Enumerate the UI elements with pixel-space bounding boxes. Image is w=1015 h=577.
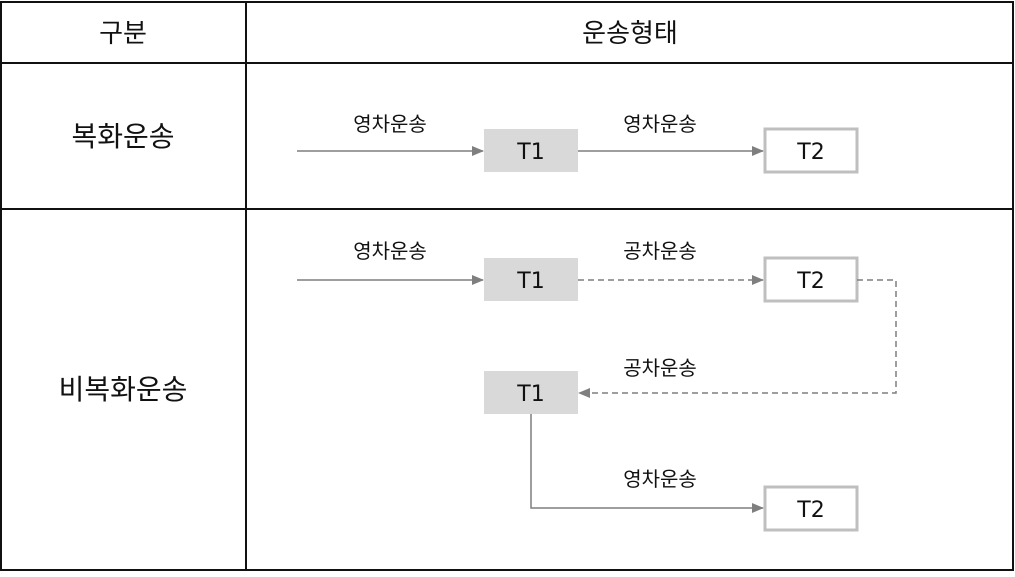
header-category: 구분	[99, 19, 147, 49]
row1-node-t1-label: T1	[516, 140, 544, 165]
row2-node-t2-top	[763, 256, 859, 303]
row1-node-t1	[484, 129, 578, 172]
row2-node-t2-bottom-label: T2	[796, 498, 824, 523]
row2-node-t1-top-label: T1	[516, 269, 544, 294]
row1-node-t2-label: T2	[796, 140, 824, 165]
row-label-backhaul: 복화운송	[71, 120, 174, 153]
row1-incoming-label: 영차운송	[353, 112, 427, 136]
row2-incoming-label: 영차운송	[353, 239, 427, 263]
row1-node-t2	[763, 127, 859, 174]
row2-loaded-down-label: 영차운송	[623, 467, 697, 491]
row2-flow: 영차운송 T1 공차운송 T2 공차운송 T1 영차운송 T2	[297, 239, 897, 532]
row2-loaded-down-arrow	[530, 414, 764, 513]
row2-node-t1-top	[484, 258, 578, 301]
row2-empty-label: 공차운송	[623, 239, 697, 263]
row-label-non-backhaul: 비복화운송	[59, 373, 188, 406]
row2-node-t1-bottom-label: T1	[516, 382, 544, 407]
row2-node-t2-top-label: T2	[796, 269, 824, 294]
row2-return-empty-arrow	[578, 279, 897, 398]
header-transport-type: 운송형태	[582, 19, 678, 49]
row2-return-empty-label: 공차운송	[623, 356, 697, 380]
row2-node-t1-bottom	[484, 371, 578, 414]
row1-loaded-label: 영차운송	[623, 112, 697, 136]
row2-node-t2-bottom	[763, 485, 859, 532]
row1-flow: 영차운송 T1 영차운송 T2	[297, 112, 859, 174]
